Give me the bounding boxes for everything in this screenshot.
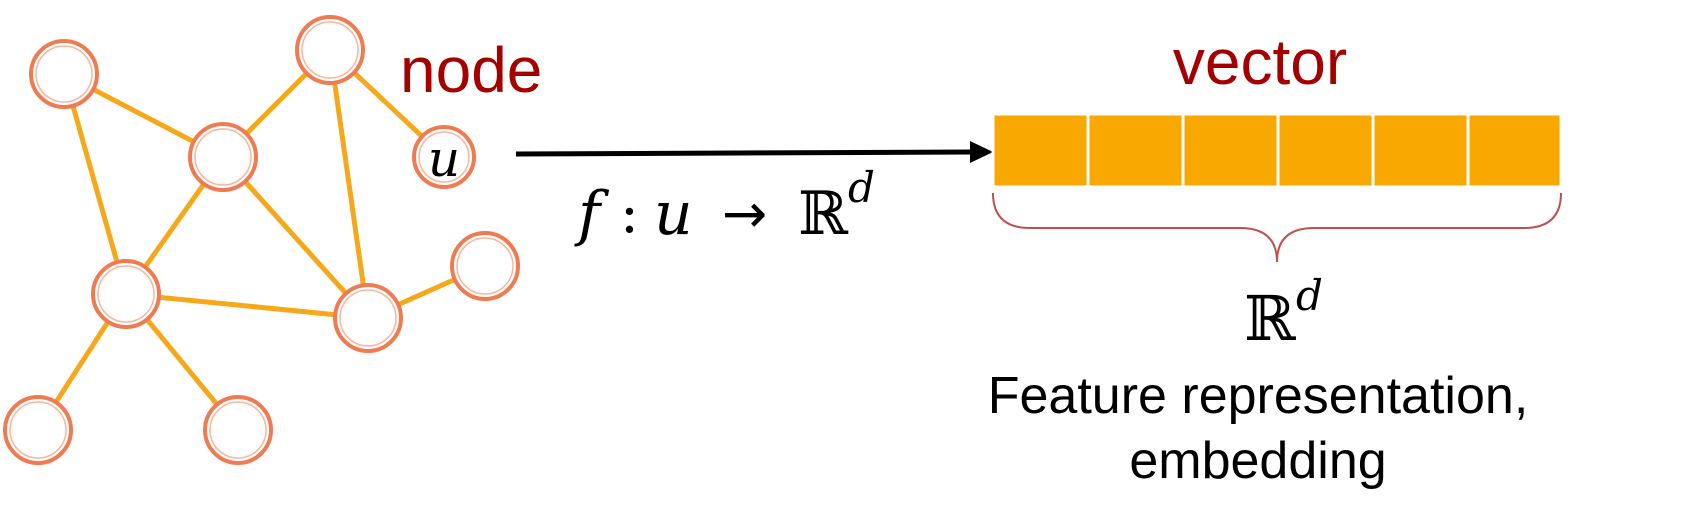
mapping-formula: f : u → ℝ d bbox=[574, 163, 875, 249]
vector-cell bbox=[1181, 112, 1280, 189]
graph-node bbox=[188, 122, 258, 192]
edge bbox=[327, 47, 371, 321]
formula-colon: : bbox=[620, 181, 639, 246]
caption-line-1: Feature representation, bbox=[988, 367, 1529, 425]
node-inner-rings bbox=[9, 21, 514, 459]
node-u-label: u bbox=[428, 130, 460, 188]
node-title: node bbox=[400, 34, 542, 106]
edge bbox=[220, 154, 371, 321]
space-d: d bbox=[1296, 271, 1323, 320]
graph-node bbox=[91, 259, 161, 329]
formula-arrow: → bbox=[722, 182, 767, 245]
mapping-arrow bbox=[515, 141, 993, 163]
edge bbox=[123, 291, 371, 321]
graph-node-u bbox=[412, 125, 476, 189]
formula-d: d bbox=[848, 163, 875, 212]
curly-brace bbox=[992, 192, 1562, 263]
formula-f: f bbox=[574, 179, 610, 249]
vector-cell bbox=[1086, 112, 1185, 189]
space-R: ℝ bbox=[1244, 282, 1296, 355]
caption-line-2: embedding bbox=[1129, 432, 1386, 490]
vector-cells bbox=[991, 112, 1563, 189]
graph-node bbox=[203, 395, 273, 465]
formula-R: ℝ bbox=[798, 179, 849, 249]
graph-node bbox=[29, 39, 99, 109]
edge bbox=[61, 71, 129, 297]
formula-u: u bbox=[654, 179, 693, 249]
vector-cell bbox=[1466, 112, 1563, 189]
graph-node bbox=[3, 395, 73, 465]
graph-node bbox=[450, 231, 520, 301]
graph-edges bbox=[35, 47, 488, 433]
vector-cell bbox=[991, 112, 1090, 189]
graph-node bbox=[295, 15, 365, 85]
vector-cell bbox=[1276, 112, 1375, 189]
vector-title: vector bbox=[1173, 26, 1347, 98]
graph-nodes bbox=[3, 15, 520, 465]
vector-cell bbox=[1371, 112, 1470, 189]
graph-node bbox=[333, 283, 403, 353]
